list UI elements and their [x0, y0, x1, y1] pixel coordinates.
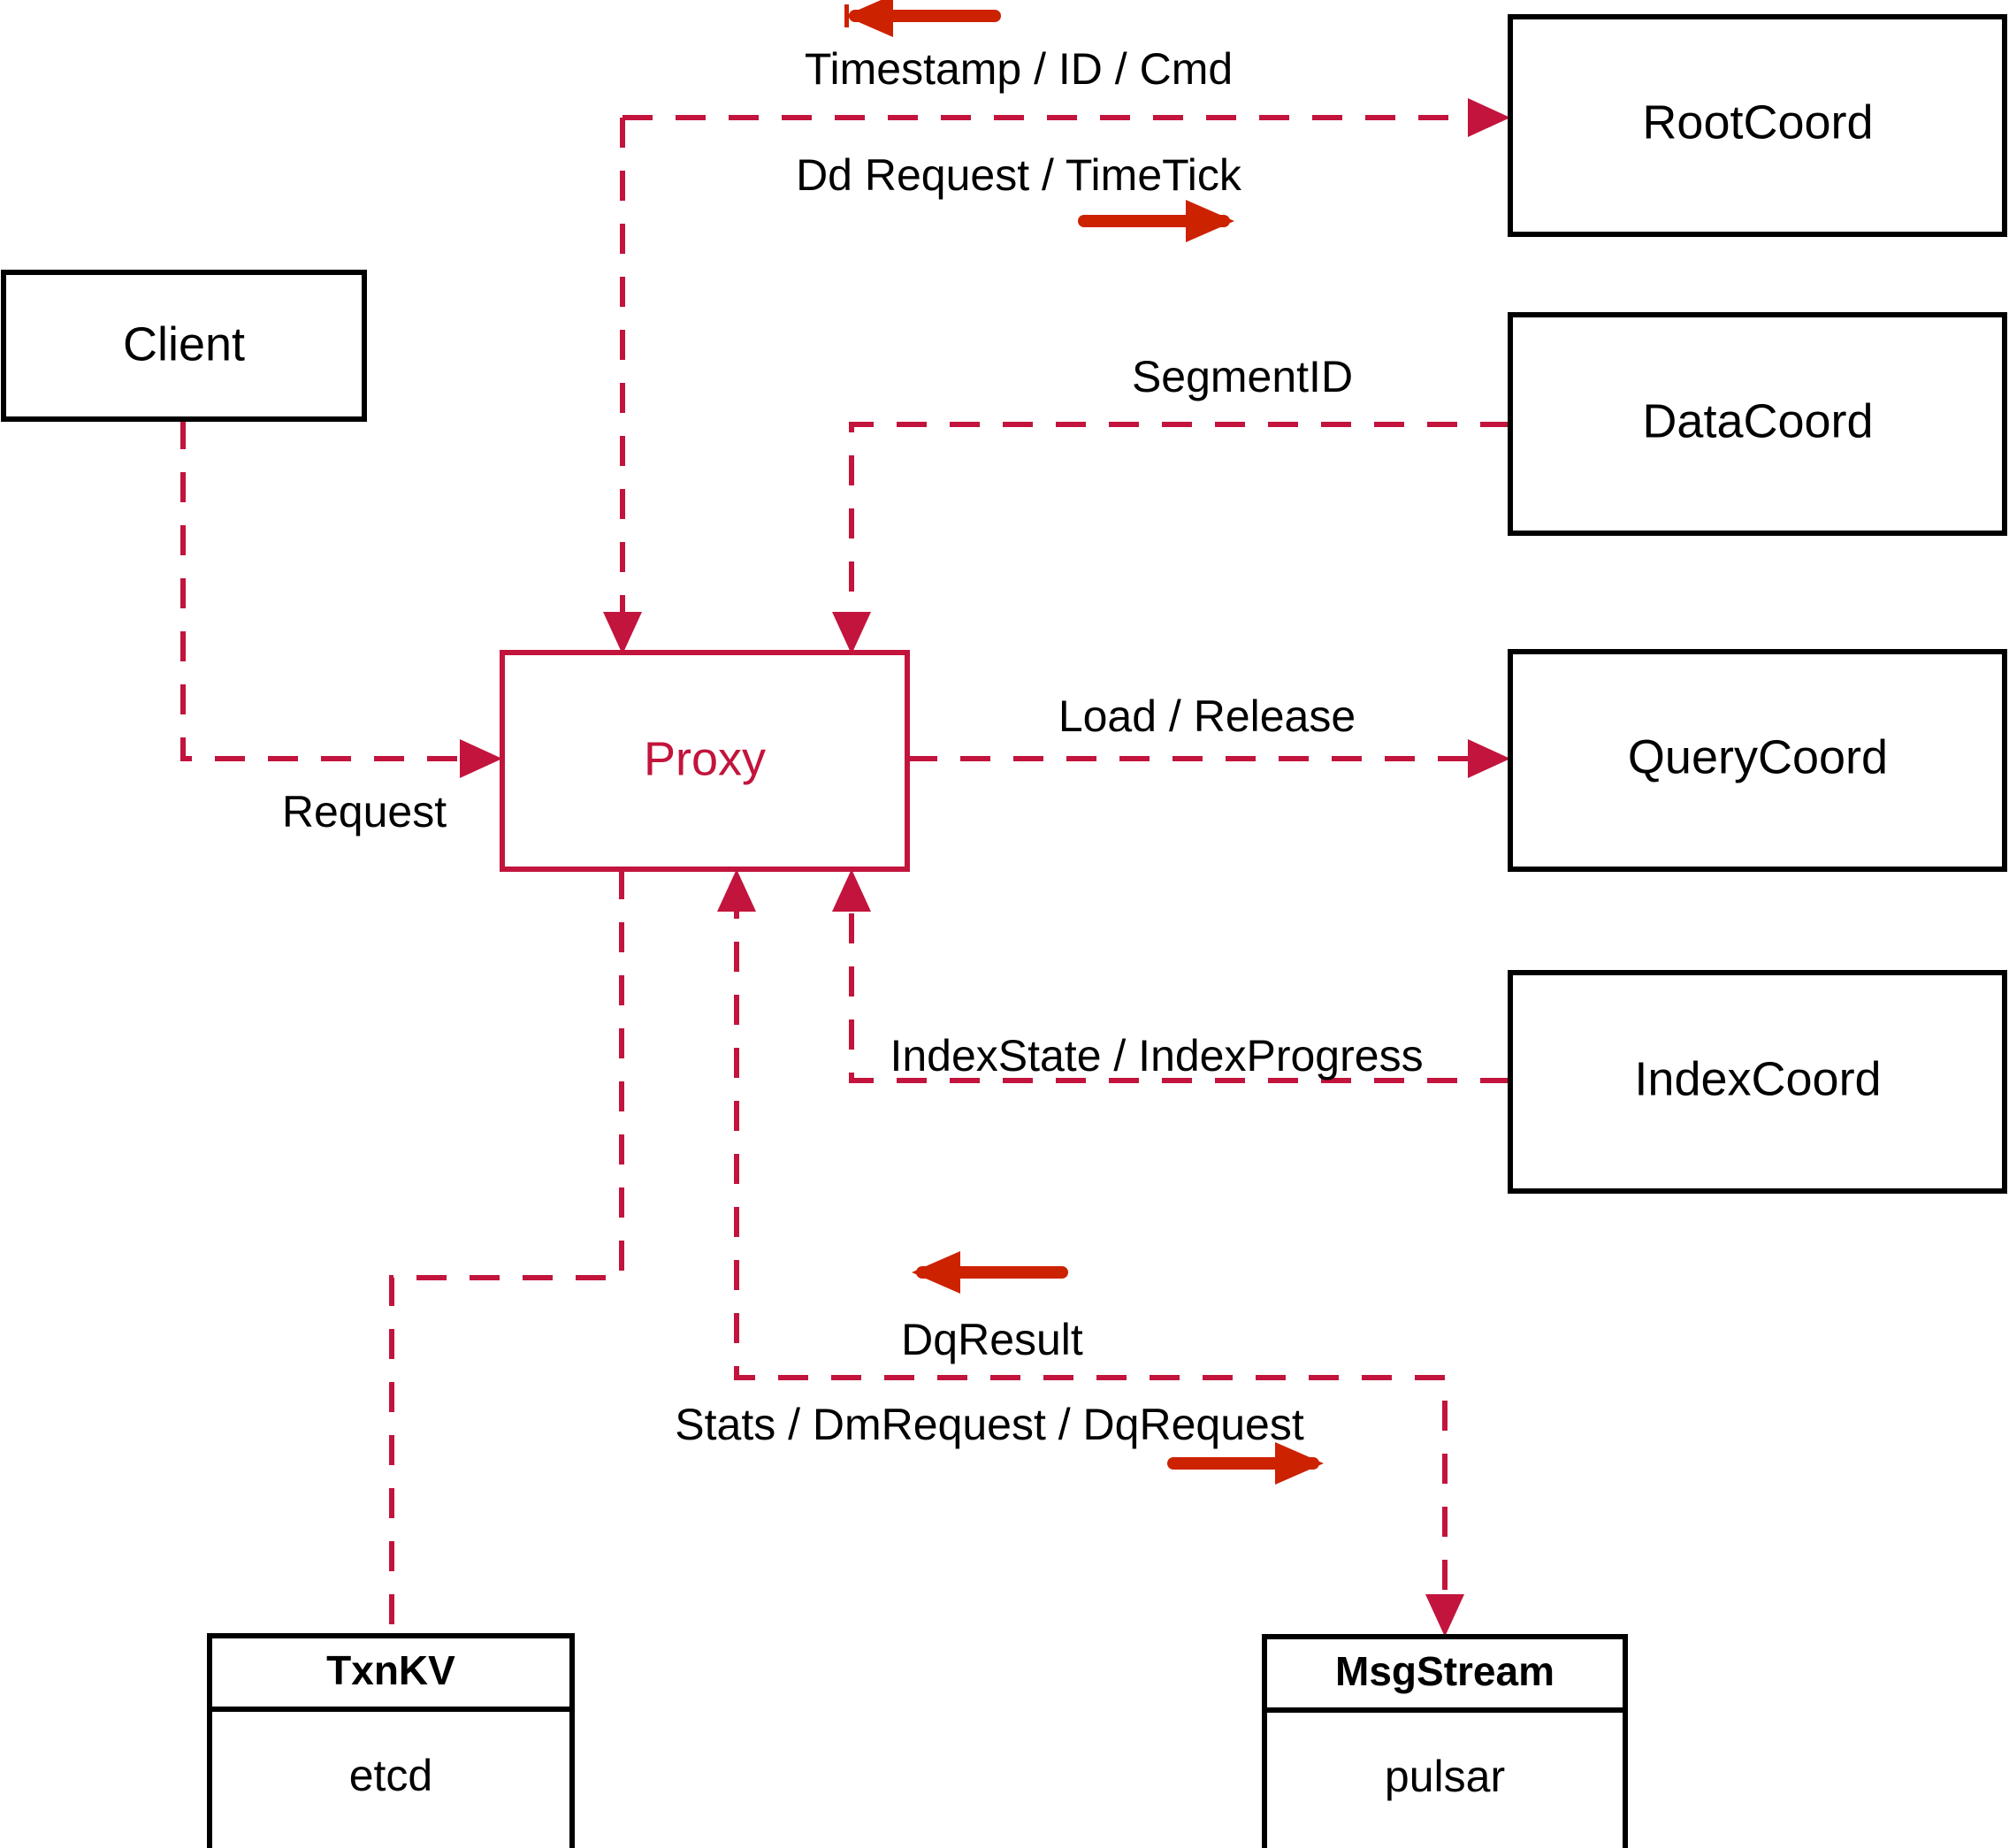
node-txnkv[interactable]: TxnKV etcd: [207, 1633, 575, 1848]
edge-proxy-to-querycoord: [907, 739, 1510, 778]
arrowhead-down-icon: [1425, 1594, 1464, 1637]
node-proxy[interactable]: Proxy: [500, 650, 910, 872]
dqresult-direction-arrow-left-icon: [912, 1251, 1068, 1294]
node-client[interactable]: Client: [1, 270, 367, 422]
arrowhead-right-icon: [460, 739, 502, 778]
edge-client-to-proxy: [180, 419, 502, 778]
edge-proxy-to-rootcoord: [623, 98, 1510, 137]
edge-label-segment-id: SegmentID: [1132, 352, 1353, 401]
edge-label-request: Request: [282, 787, 447, 836]
datacoord-label: DataCoord: [1642, 394, 1873, 447]
msgstream-header-label: MsgStream: [1335, 1648, 1554, 1694]
txnkv-header-label: TxnKV: [326, 1647, 455, 1693]
timestamp-direction-arrow-left-icon: [844, 0, 1001, 37]
node-datacoord[interactable]: DataCoord: [1508, 312, 2007, 536]
client-label: Client: [123, 317, 245, 370]
edge-label-timestamp-id-cmd: Timestamp / ID / Cmd: [805, 44, 1233, 94]
proxy-label: Proxy: [644, 732, 766, 785]
edge-label-load-release: Load / Release: [1058, 691, 1356, 741]
msgstream-body-label: pulsar: [1385, 1752, 1505, 1801]
node-indexcoord[interactable]: IndexCoord: [1508, 970, 2007, 1194]
edge-label-dq-result: DqResult: [901, 1315, 1083, 1364]
edge-label-index-state-progress: IndexState / IndexProgress: [890, 1031, 1423, 1081]
txnkv-body-label: etcd: [349, 1751, 433, 1800]
edge-datacoord-to-proxy: [832, 422, 1510, 654]
node-msgstream[interactable]: MsgStream pulsar: [1262, 1634, 1628, 1848]
arrowhead-up-icon: [832, 869, 871, 912]
arrowhead-up-icon: [717, 869, 756, 912]
ddrequest-direction-arrow-right-icon: [1078, 200, 1234, 242]
edge-proxy-to-txnkv: [389, 869, 624, 1636]
querycoord-label: QueryCoord: [1628, 730, 1888, 783]
arrowhead-down-icon: [832, 612, 871, 654]
arrowhead-right-icon: [1468, 98, 1510, 137]
edge-label-stats-dm-dq-request: Stats / DmRequest / DqRequest: [675, 1400, 1304, 1449]
edge-proxy-msgstream: [717, 869, 1464, 1637]
node-querycoord[interactable]: QueryCoord: [1508, 649, 2007, 872]
arrowhead-down-icon: [603, 612, 642, 654]
edge-label-dd-request-timetick: Dd Request / TimeTick: [796, 150, 1242, 200]
edge-indexcoord-to-proxy: [832, 869, 1510, 1083]
rootcoord-label: RootCoord: [1642, 95, 1873, 149]
statsrequest-direction-arrow-right-icon: [1167, 1442, 1324, 1485]
node-rootcoord[interactable]: RootCoord: [1508, 14, 2007, 237]
edge-rootcoord-to-proxy: [603, 118, 642, 654]
indexcoord-label: IndexCoord: [1634, 1052, 1881, 1105]
arrowhead-right-icon: [1468, 739, 1510, 778]
